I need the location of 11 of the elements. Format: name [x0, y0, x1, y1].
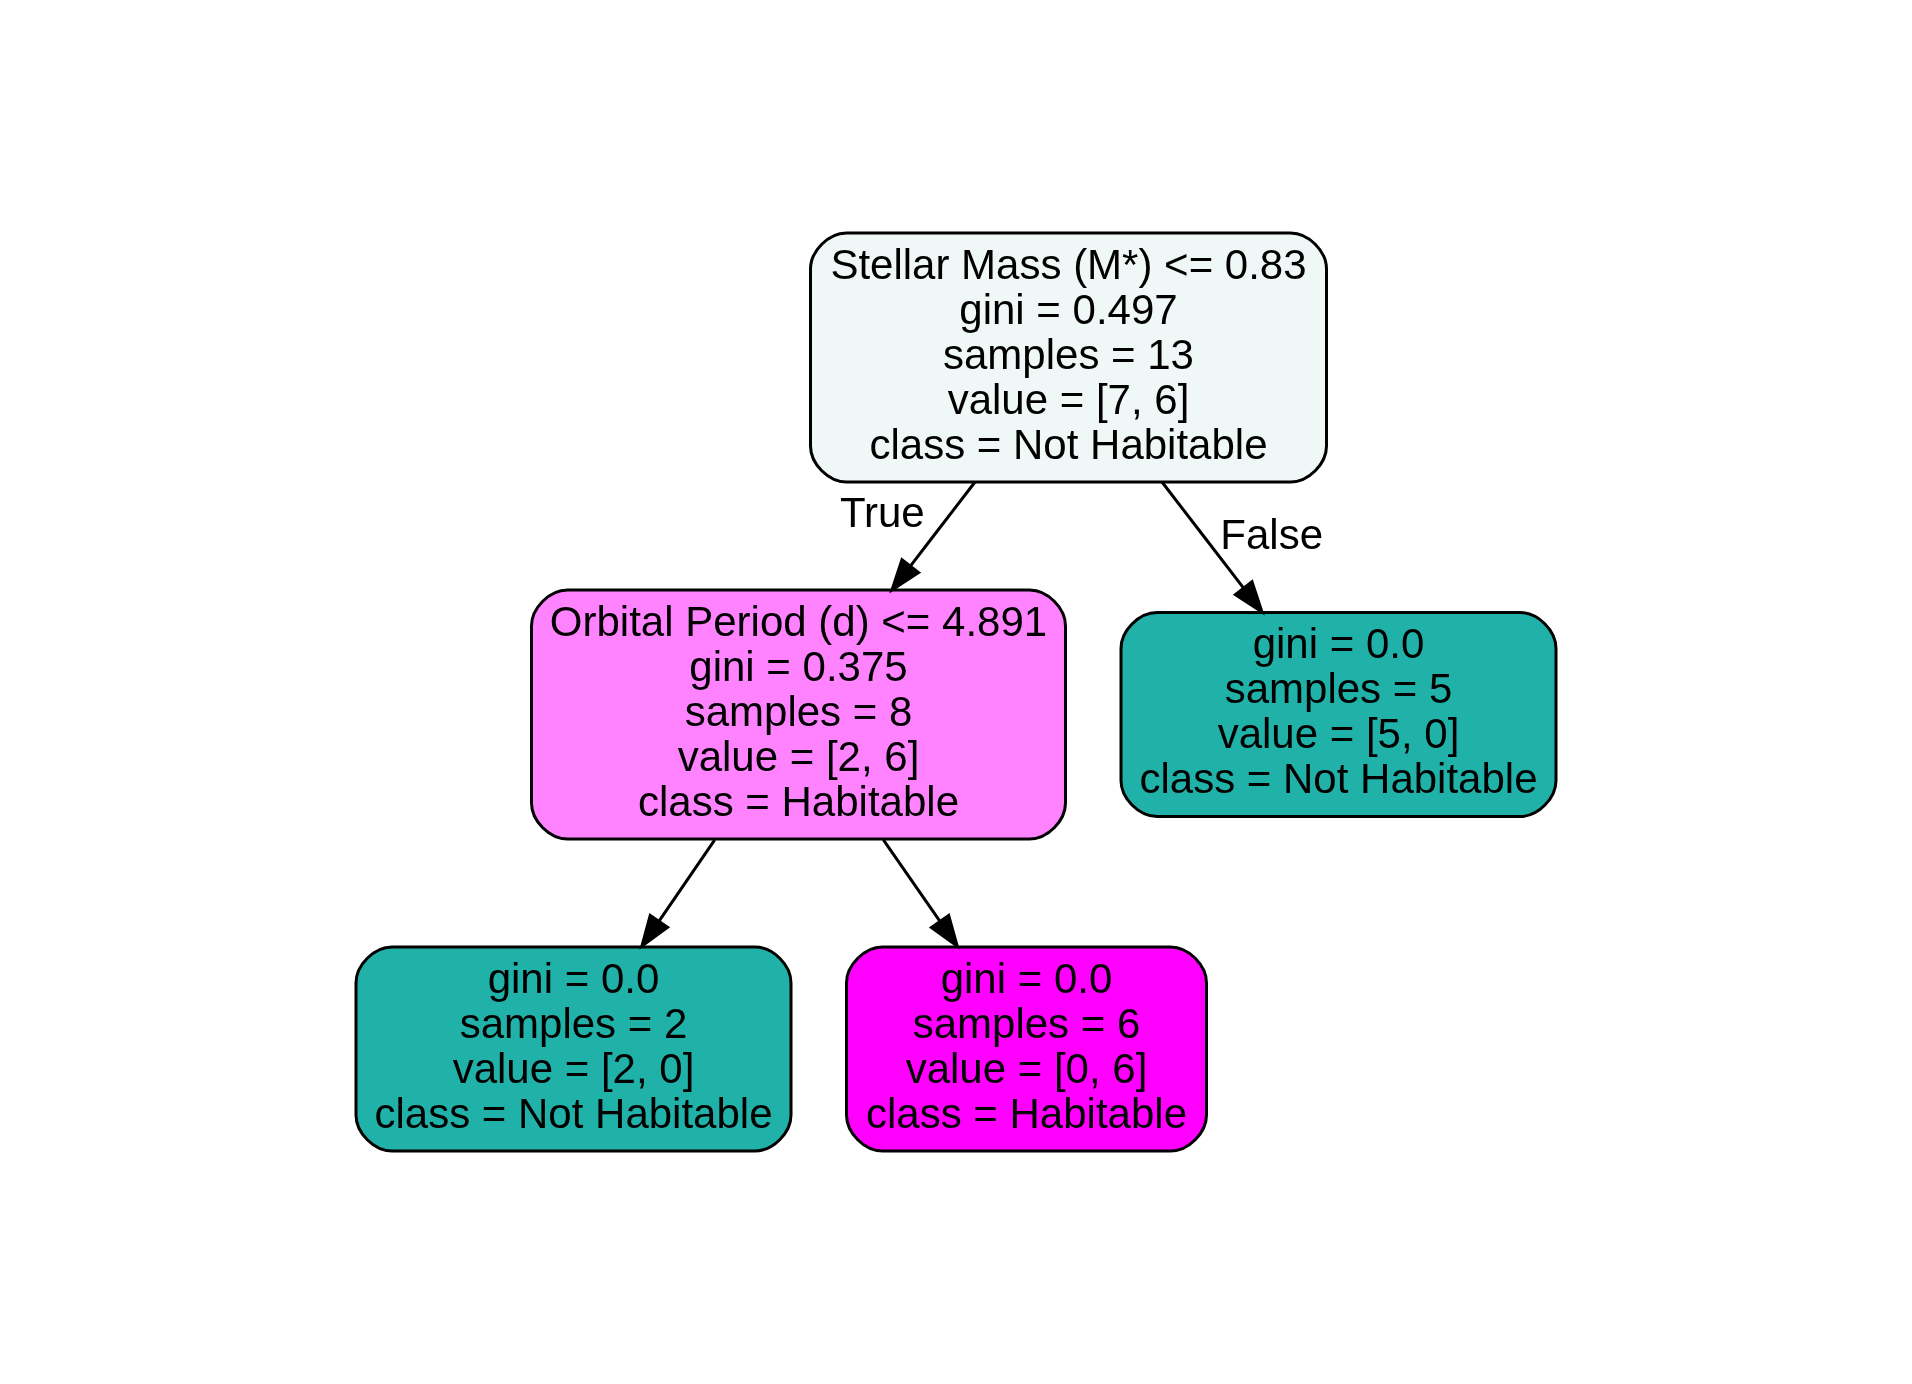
edge-label: False — [1220, 510, 1324, 558]
node-box: gini = 0.0 samples = 2 value = [2, 0] class = Not Habitable — [354, 945, 793, 1153]
node-box: Orbital Period (d) <= 4.891 gini = 0.375 samples = 8 value = [2, 6] class = Habitable — [530, 588, 1067, 841]
arrow — [882, 838, 960, 950]
arrow — [889, 481, 976, 594]
edge-label: True — [839, 488, 925, 536]
arrow — [639, 838, 716, 950]
node-box: gini = 0.0 samples = 5 value = [5, 0] class = Not Habitable — [1119, 611, 1558, 818]
arrow — [1161, 481, 1265, 616]
node-box: Stellar Mass (M*) <= 0.83 gini = 0.497 samples = 13 value = [7, 6] class = Not Habitable — [809, 231, 1328, 484]
node-box: gini = 0.0 samples = 6 value = [0, 6] class = Habitable — [845, 945, 1208, 1153]
